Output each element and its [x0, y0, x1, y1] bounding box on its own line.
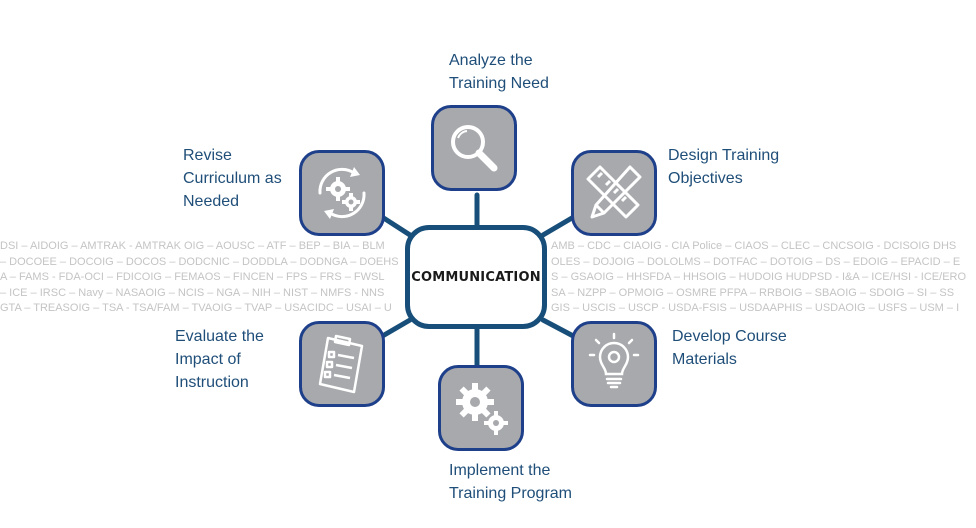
label-analyze: Analyze the Training Need: [449, 52, 549, 92]
agency-line-4-right: SA – NZPP – OPMOIG – OSMRE PFPA – RRBOIG…: [551, 287, 955, 299]
label-develop: Develop Course Materials: [672, 328, 787, 368]
communication-hub: COMMUNICATION: [405, 225, 547, 329]
hub-label: COMMUNICATION: [411, 269, 541, 285]
agency-line-4-left: – ICE – IRSC – Navy – NASAOIG – NCIS – N…: [0, 287, 385, 299]
label-evaluate: Evaluate the Impact of Instruction: [175, 328, 264, 391]
agency-line-1-left: DSI – AIDOIG – AMTRAK - AMTRAK OIG – AOU…: [0, 240, 385, 252]
label-design: Design Training Objectives: [668, 147, 780, 187]
agency-line-3-left: A – FAMS - FDA-OCI – FDICOIG – FEMAOS – …: [0, 271, 385, 283]
label-implement: Implement the Training Program: [449, 462, 573, 502]
node-revise: [299, 150, 385, 236]
agency-line-2-right: OLES – DOJOIG – DOLOLMS – DOTFAC – DOTOI…: [551, 256, 961, 268]
node-analyze: [431, 105, 517, 191]
magnifier-icon: [451, 125, 498, 172]
node-evaluate: [299, 321, 385, 407]
agency-line-5-left: GTA – TREASOIG – TSA - TSA/FAM – TVAOIG …: [0, 302, 392, 314]
node-design: [571, 150, 657, 236]
lightbulb-icon: [588, 332, 640, 389]
agency-line-1-right: AMB – CDC – CIAOIG - CIA Police – CIAOS …: [551, 240, 957, 252]
clipboard-checklist-icon: [318, 334, 364, 394]
node-implement: [438, 365, 524, 451]
gears-cycle-icon: [318, 167, 366, 219]
pencil-ruler-icon: [586, 165, 642, 219]
agency-line-3-right: S – GSAOIG – HHSFDA – HHSOIG – HUDOIG HU…: [551, 271, 967, 283]
gears-icon: [456, 383, 508, 435]
agency-list-background: DSI – AIDOIG – AMTRAK - AMTRAK OIG – AOU…: [0, 235, 976, 321]
label-revise: Revise Curriculum as Needed: [183, 147, 282, 210]
agency-line-2-left: – DOCOEE – DOCOIG – DOCOS – DODCNIC – DO…: [0, 256, 399, 268]
agency-line-5-right: GIS – USCIS – USCP - USDA-FSIS – USDAAPH…: [551, 302, 960, 314]
node-develop: [571, 321, 657, 407]
